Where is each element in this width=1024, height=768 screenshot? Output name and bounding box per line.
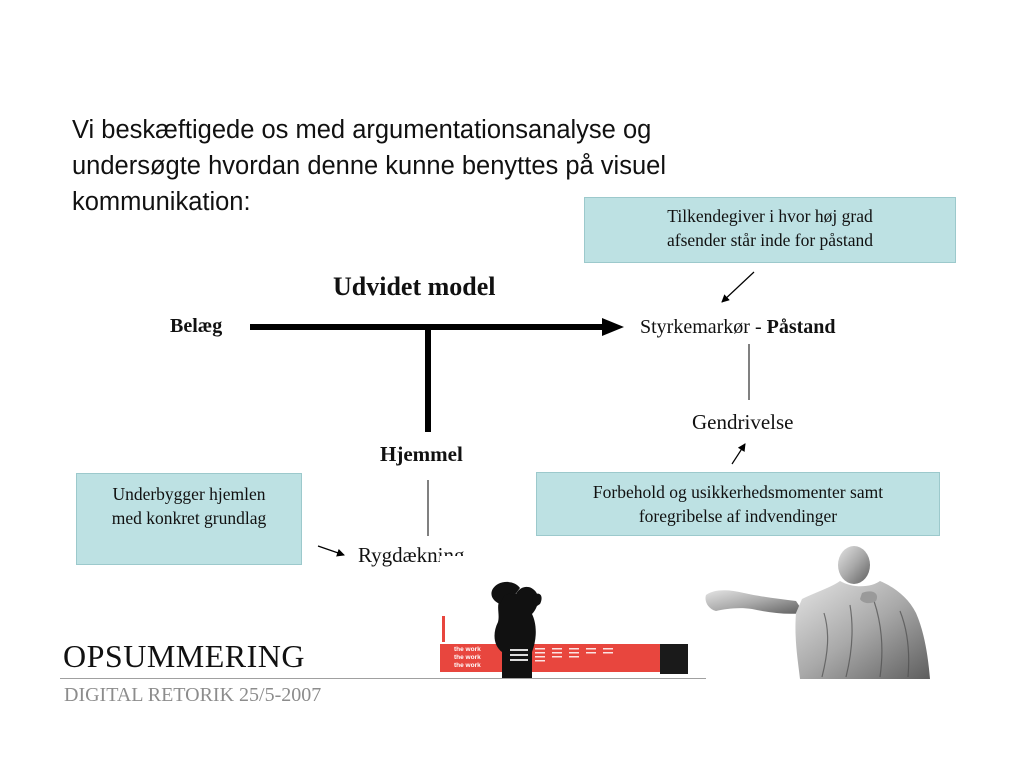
poster-image: the work the work the work [440,556,700,678]
poster-work-line-3: the work [454,662,481,669]
pointer-arrow-styrkemarkor [722,272,754,302]
label-belaeg: Belæg [170,315,222,338]
model-title: Udvidet model [333,272,496,302]
main-argument-arrow-head [602,318,624,336]
pointer-arrow-rygdaekning [318,546,344,555]
label-pastand: Påstand [767,316,836,338]
statue-hand [860,591,877,603]
label-hjemmel: Hjemmel [380,442,463,467]
poster-dark-panel [660,644,688,674]
statue-arm [705,590,804,614]
poster-work-line-1: the work [454,646,481,653]
statue-head [838,546,870,584]
label-styrkemarkor-pastand: Styrkemarkør - Påstand [640,316,836,339]
slide-subtitle: DIGITAL RETORIK 25/5-2007 [64,684,321,707]
footer-divider [60,678,706,679]
pointer-arrow-gendrivelse [732,444,745,464]
statue-image [704,543,932,679]
label-styrkemarkor: Styrkemarkør - [640,316,767,338]
slide-title: OPSUMMERING [63,638,305,675]
poster-work-line-2: the work [454,654,481,661]
label-gendrivelse: Gendrivelse [692,410,793,435]
